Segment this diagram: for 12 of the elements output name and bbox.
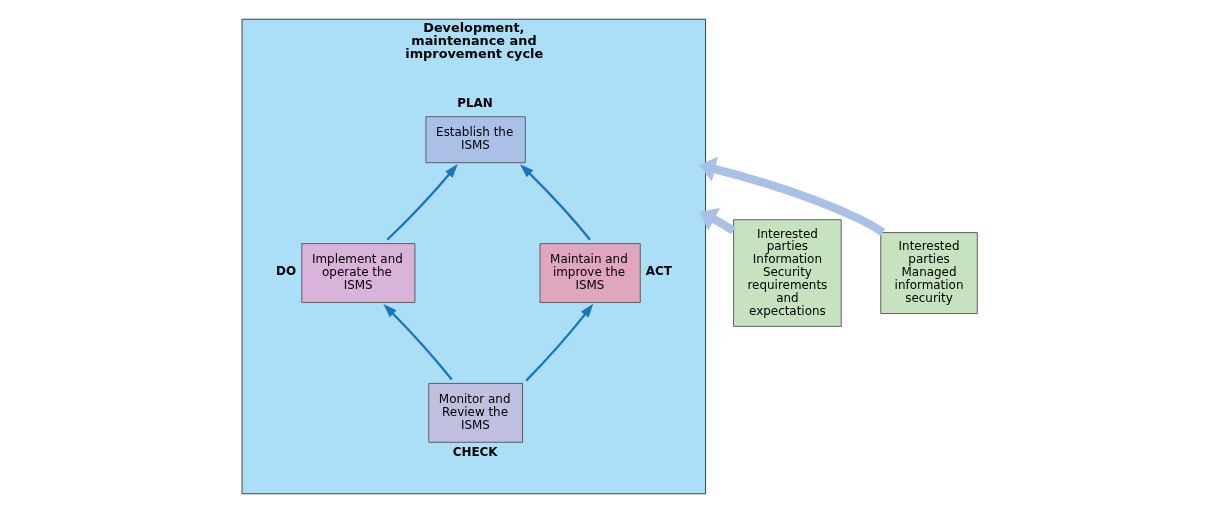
arrow — [519, 164, 591, 241]
node-label: DO — [275, 264, 296, 279]
node-label: ACT — [645, 264, 672, 279]
arrow — [698, 156, 885, 236]
arrow — [382, 304, 453, 381]
arrow — [524, 303, 593, 382]
node-box: Interested parties Managed information security — [879, 232, 978, 314]
node-box: Interested parties Information Security requirements and expectations — [732, 219, 842, 327]
arrow — [385, 163, 458, 241]
node-label: PLAN — [456, 95, 493, 110]
node-label: CHECK — [452, 445, 498, 460]
arrow — [699, 207, 735, 235]
